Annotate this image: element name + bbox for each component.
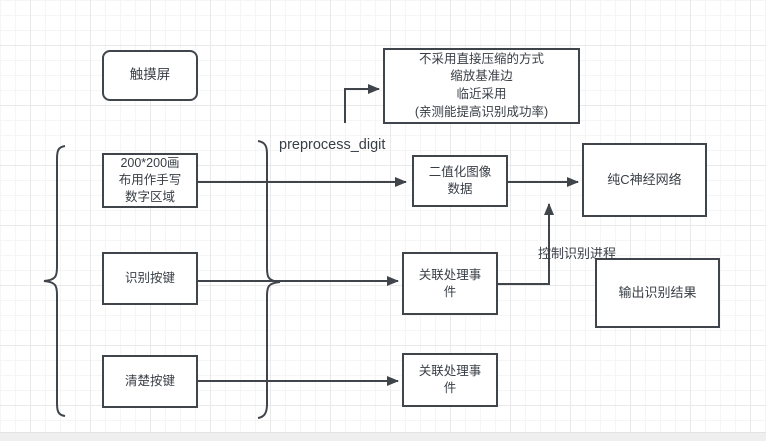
node-binarized-data[interactable]: 二值化图像 数据 [412, 155, 508, 207]
canvas-bottom-edge [0, 432, 766, 441]
arrow-event1-control[interactable] [498, 203, 554, 285]
node-event-handler-2[interactable]: 关联处理事 件 [402, 353, 498, 407]
node-neural-network[interactable]: 纯C神经网络 [582, 143, 707, 217]
left-curly-brace[interactable] [43, 145, 66, 417]
node-clear-button[interactable]: 清楚按键 [102, 355, 198, 408]
node-touch-screen[interactable]: 触摸屏 [102, 50, 198, 101]
node-canvas-area[interactable]: 200*200画 布用作手写 数字区域 [102, 153, 198, 208]
node-scaling-note[interactable]: 不采用直接压缩的方式 缩放基准边 临近采用 (亲测能提高识别成功率) [383, 48, 580, 124]
node-event-handler-1[interactable]: 关联处理事 件 [402, 252, 498, 315]
label-control-process[interactable]: 控制识别进程 [538, 246, 617, 261]
arrow-to-scaling-note[interactable] [344, 84, 380, 123]
node-recognize-button[interactable]: 识别按键 [102, 252, 198, 305]
node-output-result[interactable]: 输出识别结果 [595, 258, 720, 328]
label-preprocess-digit[interactable]: preprocess_digit [279, 137, 386, 153]
